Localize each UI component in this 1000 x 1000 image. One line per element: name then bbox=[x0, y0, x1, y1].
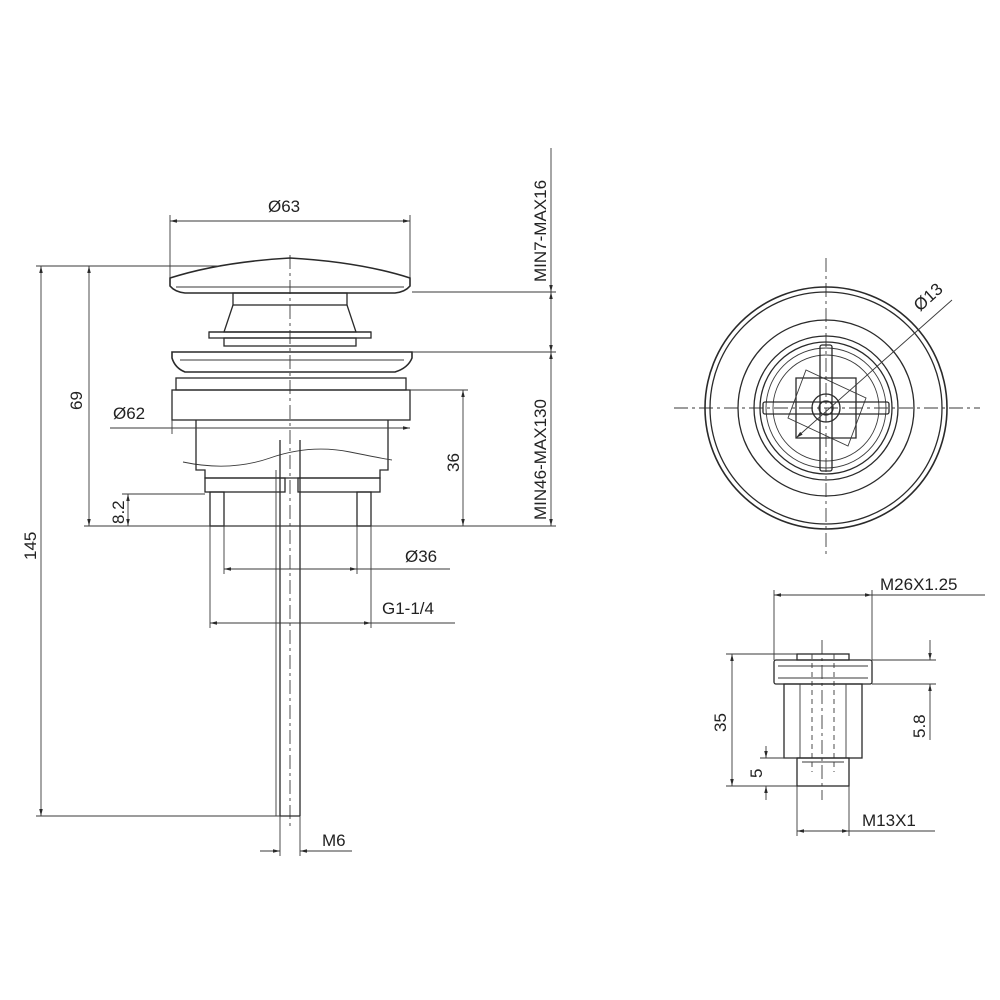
dim-flange-thickness-label: 8.2 bbox=[109, 500, 128, 524]
dim-cap-diameter: Ø63 bbox=[169, 197, 411, 278]
dim-basin-thickness-bottom-label: MIN46-MAX130 bbox=[531, 399, 550, 520]
dim-body-height: 69 bbox=[67, 265, 170, 526]
body bbox=[182, 420, 393, 479]
dim-flange-diameter: Ø62 bbox=[110, 404, 410, 434]
dim-inner-diameter: Ø36 bbox=[223, 526, 450, 574]
dim-body-depth: 36 bbox=[371, 389, 468, 527]
nut-section bbox=[204, 477, 381, 527]
spring-housing bbox=[208, 292, 372, 347]
dim-inner-diameter-label: Ø36 bbox=[405, 547, 437, 566]
top-view: Ø13 bbox=[674, 258, 980, 558]
dim-total-height-label: 145 bbox=[21, 532, 40, 560]
cap bbox=[169, 257, 411, 294]
dim-body-depth-label: 36 bbox=[444, 453, 463, 472]
rod bbox=[275, 440, 301, 817]
dim-top-thread-label: M26X1.25 bbox=[880, 575, 958, 594]
dim-bottom-label: 5 bbox=[747, 769, 766, 778]
dim-top-thread: M26X1.25 bbox=[773, 575, 985, 660]
dim-head: 5.8 bbox=[872, 640, 936, 740]
dim-rod: M6 bbox=[260, 816, 352, 856]
dim-total-height: 145 bbox=[21, 265, 280, 817]
dim-thread-label: G1-1/4 bbox=[382, 599, 434, 618]
dim-head-label: 5.8 bbox=[910, 714, 929, 738]
detail-view: M26X1.25 35 5 5.8 bbox=[711, 575, 985, 836]
dim-body-height-label: 69 bbox=[67, 391, 86, 410]
dim-flange-thickness: 8.2 bbox=[109, 493, 205, 526]
dim-height-label: 35 bbox=[711, 713, 730, 732]
front-view: Ø63 Ø62 145 69 8.2 bbox=[21, 148, 556, 856]
dim-thread: G1-1/4 bbox=[209, 526, 455, 628]
dim-bottom-thread: M13X1 bbox=[796, 786, 935, 836]
dim-cap-diameter-label: Ø63 bbox=[268, 197, 300, 216]
dim-flange-diameter-label: Ø62 bbox=[113, 404, 145, 423]
dim-bottom-thread-label: M13X1 bbox=[862, 811, 916, 830]
dim-rod-label: M6 bbox=[322, 831, 346, 850]
dim-basin-thickness: MIN7-MAX16 MIN46-MAX130 bbox=[531, 148, 553, 526]
dim-basin-thickness-top-label: MIN7-MAX16 bbox=[531, 180, 550, 282]
flange bbox=[171, 351, 413, 421]
dim-bottom: 5 bbox=[747, 746, 797, 800]
dim-height: 35 bbox=[711, 653, 797, 787]
